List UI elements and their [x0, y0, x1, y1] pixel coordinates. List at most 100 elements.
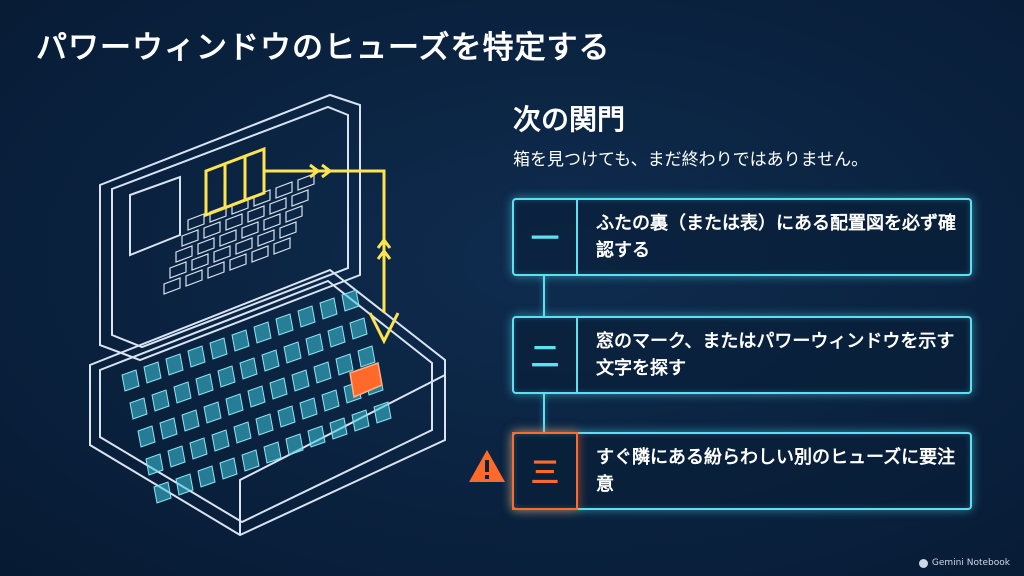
fuse: [121, 369, 140, 392]
lid-diagram-cell: [229, 253, 247, 271]
fuse: [299, 397, 318, 420]
lid-diagram-cell: [275, 181, 293, 199]
fuse: [321, 389, 340, 412]
warning-triangle-icon: [469, 450, 505, 482]
fuse-box-lid: [99, 93, 361, 362]
fuse: [137, 425, 156, 448]
lid-diagram-cell: [187, 213, 205, 231]
fuse: [233, 421, 252, 444]
step-3: 三 すぐ隣にある紛らわしい別のヒューズに要注意: [512, 432, 972, 510]
step-3-text: すぐ隣にある紛らわしい別のヒューズに要注意: [596, 447, 956, 495]
lid-diagram-cell: [197, 237, 215, 255]
fuse: [143, 361, 162, 384]
fuse: [255, 413, 274, 436]
lid-diagram-cell: [225, 213, 243, 231]
fuse: [329, 417, 348, 440]
fuse: [209, 337, 228, 360]
lid-diagram-cell: [247, 205, 265, 223]
fuse: [173, 381, 192, 404]
lid-diagram-cell: [263, 213, 281, 231]
fuse: [263, 441, 282, 464]
fuse: [341, 289, 360, 312]
fuse: [181, 409, 200, 432]
lid-diagram-cell: [285, 205, 303, 223]
fuse: [159, 417, 178, 440]
fuse-rows: [121, 289, 392, 504]
lid-diagram-cell: [175, 245, 193, 263]
fuse: [307, 425, 326, 448]
lid-diagram-cell: [185, 269, 203, 287]
fuse: [277, 405, 296, 428]
step-connector-1: [543, 274, 545, 316]
fuse: [231, 329, 250, 352]
fuse: [335, 353, 354, 376]
step-2-text: 窓のマーク、またはパワーウィンドウを示す文字を探す: [596, 331, 955, 379]
fuse: [165, 353, 184, 376]
fuse: [283, 341, 302, 364]
fuse: [145, 453, 164, 476]
lid-diagram-cell: [191, 253, 209, 271]
lid-diagram-cell: [251, 245, 269, 263]
lid-diagram-cell: [241, 221, 259, 239]
panel-subheading: 箱を見つけても、まだ終わりではありません。: [513, 150, 869, 170]
fuse: [313, 361, 332, 384]
lid-diagram-cells: [163, 173, 315, 295]
fuse-box-illustration: [89, 93, 446, 537]
fuse: [247, 385, 266, 408]
fuse: [167, 445, 186, 468]
fuse: [351, 409, 370, 432]
step-3-number: 三: [512, 432, 578, 510]
fuse: [373, 401, 392, 424]
lid-diagram-cell: [163, 277, 181, 295]
layout-highlight-box: [204, 146, 266, 218]
step-1-text: ふたの裏（または表）にある配置図を必ず確認する: [596, 213, 956, 261]
step-1: 一 ふたの裏（または表）にある配置図を必ず確認する: [512, 198, 972, 276]
fuse: [151, 389, 170, 412]
fuse: [269, 377, 288, 400]
fuse: [349, 317, 368, 340]
panel-heading: 次の関門: [513, 103, 626, 136]
lid-diagram-cell: [207, 261, 225, 279]
fuse: [357, 345, 376, 368]
fuse: [285, 433, 304, 456]
lid-diagram-cell: [203, 221, 221, 239]
fuse: [319, 297, 338, 320]
fuse: [153, 481, 172, 504]
fuse: [189, 437, 208, 460]
fuse: [217, 365, 236, 388]
fuse: [219, 457, 238, 480]
fuse: [211, 429, 230, 452]
lid-diagram-cell: [181, 229, 199, 247]
lid-diagram-cell: [213, 245, 231, 263]
lid-diagram-cell: [273, 237, 291, 255]
lid-diagram-cell: [169, 261, 187, 279]
fuse: [275, 313, 294, 336]
fuse: [291, 369, 310, 392]
fuse: [239, 357, 258, 380]
fuse: [129, 397, 148, 420]
brand-watermark: Gemini Notebook: [918, 558, 1010, 568]
lid-diagram-cell: [257, 229, 275, 247]
fuse: [253, 321, 272, 344]
brand-label: Gemini Notebook: [931, 558, 1010, 568]
fuse: [305, 333, 324, 356]
fuse: [187, 345, 206, 368]
lid-diagram-cell: [219, 229, 237, 247]
step-2-number: 二: [514, 318, 578, 392]
guide-arrow: [264, 163, 400, 345]
lid-diagram-cell: [279, 221, 297, 239]
fuse: [195, 373, 214, 396]
fuse: [225, 393, 244, 416]
fuse: [203, 401, 222, 424]
page-title: パワーウィンドウのヒューズを特定する: [36, 30, 611, 66]
lid-diagram-cell: [235, 237, 253, 255]
lid-diagram-cell: [297, 173, 315, 191]
fuse: [297, 305, 316, 328]
fuse: [197, 465, 216, 488]
step-connector-2: [543, 392, 545, 434]
fuse: [175, 473, 194, 496]
step-1-number: 一: [514, 200, 578, 274]
lid-diagram-cell: [269, 197, 287, 215]
fuse: [327, 325, 346, 348]
step-2: 二 窓のマーク、またはパワーウィンドウを示す文字を探す: [512, 316, 972, 394]
